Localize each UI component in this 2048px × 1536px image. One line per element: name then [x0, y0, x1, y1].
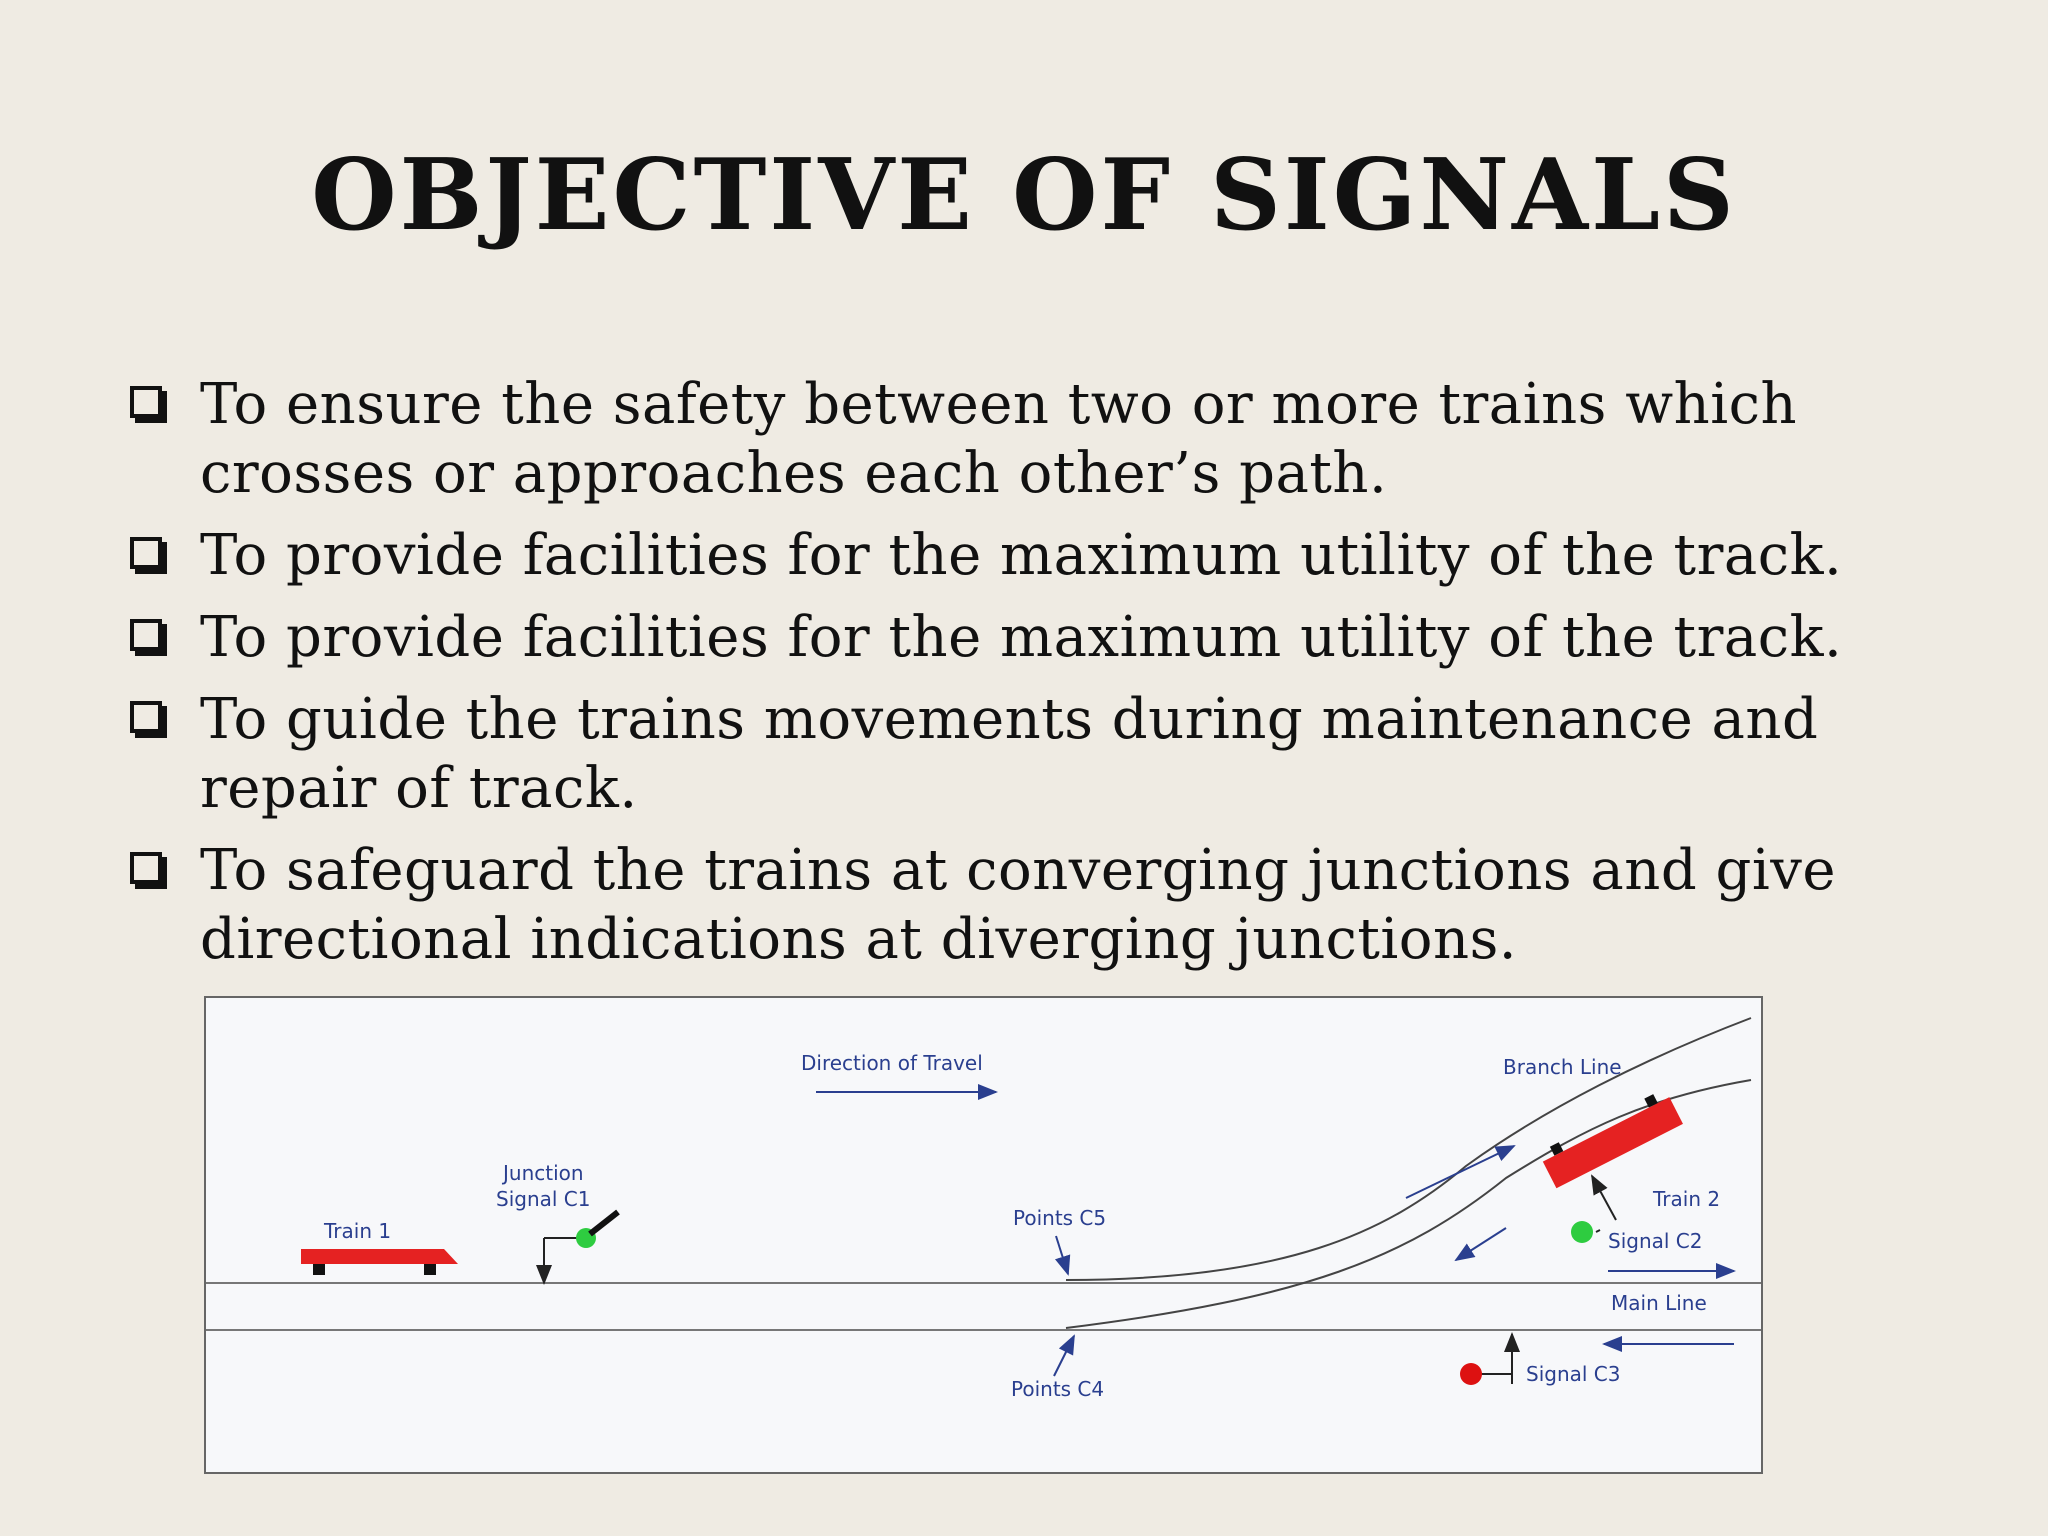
bullet-item: To provide facilities for the maximum ut… — [126, 603, 1926, 672]
junction-signal-label-line2: Signal C1 — [496, 1187, 590, 1211]
checkbox-bullet-icon — [130, 619, 162, 651]
bullet-text: To provide facilities for the maximum ut… — [200, 523, 1843, 588]
bullet-item: To provide facilities for the maximum ut… — [126, 521, 1926, 590]
diagram-canvas: Direction of Travel Branch Line Train 1 … — [206, 1017, 1761, 1401]
signal-c3-red-light-icon — [1460, 1363, 1482, 1385]
train1-icon — [301, 1249, 458, 1264]
train2-label: Train 2 — [1652, 1187, 1720, 1211]
branch-track-outer — [1065, 1017, 1752, 1281]
signal-c2-green-light-icon — [1571, 1221, 1593, 1243]
train2-icon — [1542, 1094, 1683, 1189]
signal-c2-arrow-icon — [1591, 1174, 1617, 1221]
bullet-text: To provide facilities for the maximum ut… — [200, 605, 1843, 670]
bullet-text: To guide the trains movements during mai… — [200, 687, 1819, 821]
points-c5-arrow-icon — [1054, 1235, 1071, 1276]
signal-c3-label: Signal C3 — [1526, 1362, 1620, 1386]
main-line-label: Main Line — [1611, 1291, 1707, 1315]
junction-signal-label-line1: Junction — [501, 1161, 584, 1185]
train1-label: Train 1 — [323, 1219, 391, 1243]
train1-wheel-icon — [313, 1264, 325, 1275]
branch-direction-arrow-icon — [1405, 1145, 1516, 1199]
bullet-list: To ensure the safety between two or more… — [126, 370, 1926, 987]
bullet-text: To safeguard the trains at converging ju… — [200, 838, 1837, 972]
slide-title: OBJECTIVE OF SIGNALS — [311, 138, 1737, 253]
signal-c1-semaphore-icon — [588, 1209, 620, 1237]
direction-of-travel-label: Direction of Travel — [801, 1051, 983, 1075]
train1-wheel-icon — [424, 1264, 436, 1275]
bullet-item: To ensure the safety between two or more… — [126, 370, 1926, 508]
checkbox-bullet-icon — [130, 386, 162, 418]
checkbox-bullet-icon — [130, 852, 162, 884]
points-c5-label: Points C5 — [1013, 1206, 1106, 1230]
signal-c2-post — [1595, 1229, 1601, 1233]
bullet-text: To ensure the safety between two or more… — [200, 372, 1798, 506]
bullet-item: To safeguard the trains at converging ju… — [126, 836, 1926, 974]
bullet-item: To guide the trains movements during mai… — [126, 685, 1926, 823]
points-c4-label: Points C4 — [1011, 1377, 1104, 1401]
signal-c2-label: Signal C2 — [1608, 1229, 1702, 1253]
branch-line-label: Branch Line — [1503, 1055, 1622, 1079]
points-c4-arrow-icon — [1053, 1334, 1075, 1377]
checkbox-bullet-icon — [130, 701, 162, 733]
checkbox-bullet-icon — [130, 537, 162, 569]
railway-junction-diagram: Direction of Travel Branch Line Train 1 … — [204, 996, 1763, 1474]
branch-return-arrow-icon — [1454, 1227, 1507, 1262]
